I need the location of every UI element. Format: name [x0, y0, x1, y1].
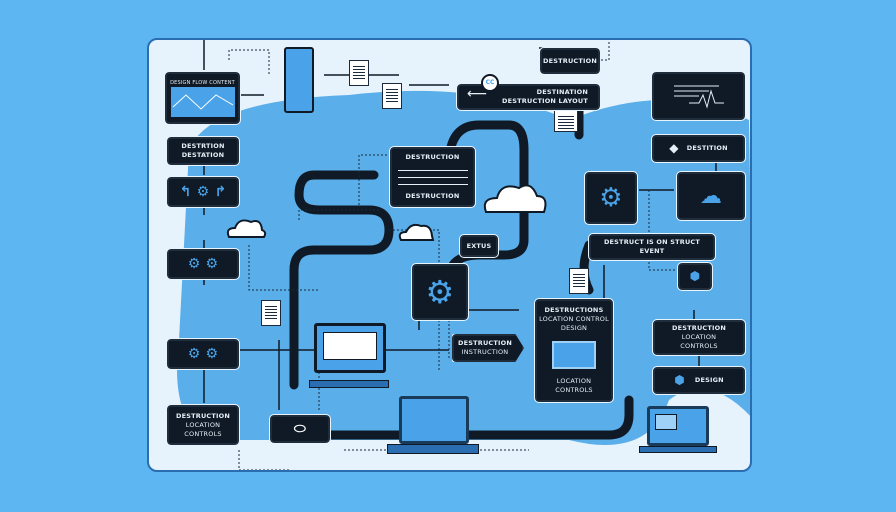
- arrow-left-icon: ⟵: [467, 86, 488, 102]
- box-label: DESIGN: [694, 376, 724, 384]
- gears-icon: ⚙ ⚙: [187, 345, 219, 362]
- shield-icon: ⬢: [689, 269, 701, 283]
- box-label: LOCATION: [681, 333, 717, 341]
- laptop-base: [387, 444, 479, 454]
- box-label: DESTITION: [686, 144, 728, 152]
- pipe-main: [289, 170, 394, 390]
- gear-icon: ⚙: [599, 182, 623, 213]
- box-label: LOCATION: [185, 420, 221, 429]
- pipe-bottom: [324, 395, 634, 440]
- right-top-monitor[interactable]: [651, 71, 746, 121]
- box-label: CONTROLS: [680, 342, 718, 350]
- box-label: EXTUS: [466, 241, 492, 250]
- left-bottom-box[interactable]: DESTRUCTION LOCATION CONTROLS: [166, 404, 240, 446]
- box-label: CONTROLS: [184, 429, 222, 438]
- cloud-mid: [398, 223, 435, 241]
- box-label: DESIGN: [560, 324, 588, 332]
- box-label: LOCATION CONTROL: [539, 315, 609, 323]
- event-box[interactable]: DESTRUCT IS ON STRUCT EVENT: [588, 233, 716, 261]
- gear-node-box[interactable]: ⚙: [584, 171, 638, 225]
- pulse-chart-icon: [673, 85, 724, 109]
- shield-box[interactable]: ⬢: [677, 262, 713, 291]
- eye-icon: ⬭: [293, 420, 307, 437]
- box-label: DESTRUCTION: [405, 153, 460, 161]
- connector-pipes: [203, 40, 717, 470]
- cloud-center: [483, 184, 547, 213]
- laptop-base: [639, 446, 717, 453]
- layout-badge: CC: [481, 74, 499, 92]
- box-label: DESTATION: [181, 151, 225, 159]
- left-box-gear-sync[interactable]: ↰ ⚙ ↱: [166, 176, 240, 208]
- layout-box[interactable]: ⟵ DESTINATION DESTRUCTION LAYOUT: [456, 83, 601, 111]
- cloud-node-box[interactable]: ☁: [676, 171, 746, 221]
- box-label: LOCATION: [556, 377, 592, 385]
- clipboard-icon: [349, 60, 369, 86]
- box-label: DESTINATION: [536, 88, 588, 96]
- gear-sync-icon: ↰ ⚙ ↱: [179, 183, 227, 200]
- arrow-instruction-box[interactable]: DESTRUCTION INSTRUCTION: [452, 334, 524, 362]
- sliders-icon: [397, 166, 468, 188]
- cloud-icon: ☁: [699, 183, 723, 209]
- server-device: [284, 47, 314, 113]
- waveform-icon: [170, 86, 235, 117]
- keyboard: [309, 380, 389, 388]
- document-icon: [569, 268, 589, 294]
- box-label: CONTROLS: [555, 386, 593, 394]
- left-box-gears-2[interactable]: ⚙ ⚙: [166, 338, 240, 370]
- gear-icon: ⚙: [425, 272, 455, 311]
- right-laptop: [647, 406, 709, 446]
- sliders-box[interactable]: DESTRUCTION DESTRUCTION: [389, 146, 476, 208]
- right-box-destition[interactable]: ◆ DESTITION: [651, 134, 746, 163]
- document-icon: [554, 110, 578, 132]
- left-box-destination[interactable]: DESTRTION DESTATION: [166, 136, 240, 166]
- box-label: DESTRUCTION LAYOUT: [502, 97, 588, 105]
- left-box-gears[interactable]: ⚙ ⚙: [166, 248, 240, 280]
- cloud-left: [226, 219, 267, 238]
- status-box[interactable]: EXTUS: [459, 234, 499, 258]
- large-gear-box[interactable]: ⚙: [411, 263, 469, 321]
- box-label: DESTRUCTION: [405, 192, 460, 200]
- diagram-panel: DESIGN FLOW CONTENT DESTRTION DESTATION …: [147, 38, 752, 472]
- top-left-monitor[interactable]: DESIGN FLOW CONTENT: [164, 71, 241, 125]
- box-label: DESTRTION: [181, 142, 225, 150]
- right-box-controls[interactable]: DESTRUCTION LOCATION CONTROLS: [652, 319, 746, 356]
- bottom-laptop: [399, 396, 469, 444]
- eye-box[interactable]: ⬭: [269, 414, 331, 444]
- screen-preview: [552, 341, 596, 369]
- box-label: DESTRUCTION: [457, 339, 513, 347]
- center-monitor: [314, 323, 386, 373]
- box-label: DESTRUCTION: [671, 324, 727, 332]
- design-box[interactable]: ⬢ DESIGN: [652, 366, 746, 395]
- box-label: INSTRUCTION: [461, 348, 509, 356]
- gears-icon: ⚙ ⚙: [187, 255, 219, 272]
- box-label: DESTRUCTION: [175, 411, 231, 420]
- monitor-caption: DESIGN FLOW CONTENT: [170, 79, 235, 86]
- diamond-icon: ◆: [669, 141, 679, 155]
- box-label: DESTRUCT IS ON STRUCT EVENT: [603, 238, 701, 255]
- box-label: DESTRUCTIONS: [544, 306, 604, 314]
- shield-icon: ⬢: [674, 373, 685, 387]
- top-destruction-box[interactable]: DESTRUCTION: [539, 47, 601, 75]
- document-icon: [382, 83, 402, 109]
- document-icon: [261, 300, 281, 326]
- box-label: DESTRUCTION: [542, 56, 598, 65]
